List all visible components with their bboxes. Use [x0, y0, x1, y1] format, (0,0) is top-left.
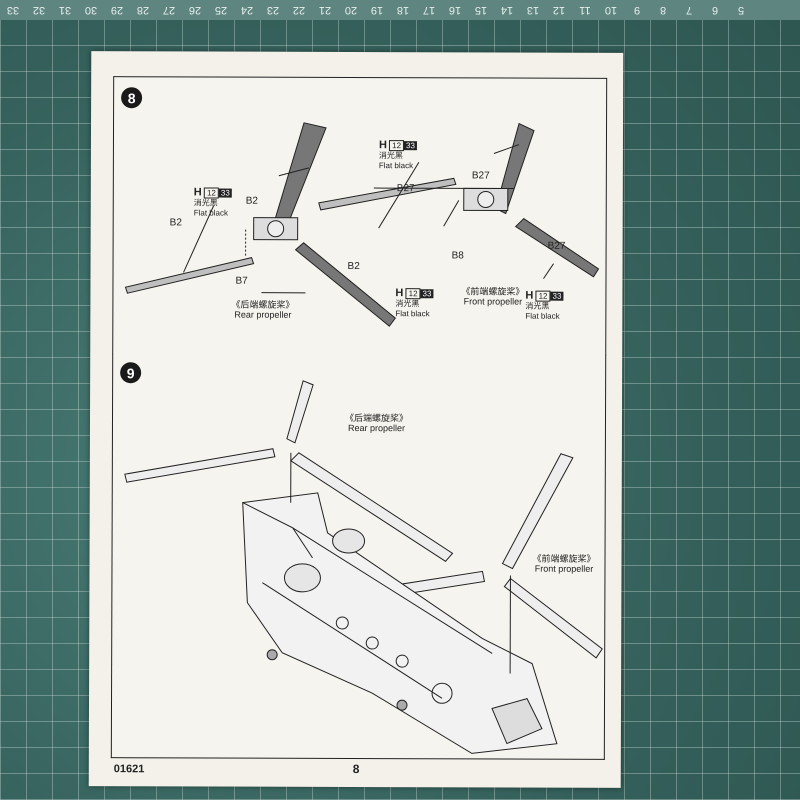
paint-code-2: 33	[420, 289, 434, 299]
rear-rotor-blade-left	[124, 448, 276, 483]
ruler-number: 19	[370, 4, 384, 16]
paint-name-cn: 消光黑	[193, 198, 218, 208]
front-blade-lower	[514, 217, 600, 278]
cockpit	[491, 698, 543, 745]
ruler-number: 6	[711, 4, 719, 16]
paint-name-en: Flat black	[378, 161, 414, 171]
ruler-number: 20	[344, 4, 358, 16]
paint-code-2: 33	[404, 141, 417, 151]
part-label-b27: B27	[396, 183, 415, 195]
paint-letter: H	[378, 139, 387, 152]
part-label-b8: B8	[451, 250, 464, 262]
paint-name-en: Flat black	[525, 311, 560, 321]
rear-blade-upper	[273, 122, 327, 231]
paint-code-1: 12	[203, 187, 219, 199]
paint-letter: H	[395, 287, 404, 300]
ruler-number: 26	[188, 4, 202, 16]
ruler-number: 16	[448, 4, 462, 16]
caption-cn: 《前端螺旋桨》	[532, 553, 596, 564]
ruler-number: 8	[659, 4, 667, 16]
front-rotor-blade-right	[503, 577, 603, 659]
ruler-number: 27	[162, 4, 176, 16]
part-label-b27: B27	[471, 170, 490, 182]
rear-blade-lower	[294, 242, 397, 327]
ruler-number: 11	[579, 4, 591, 16]
caption-en: Front propeller	[463, 296, 523, 307]
part-label-b27: B27	[547, 240, 566, 252]
ruler-number: 23	[266, 4, 280, 16]
caption-en: Rear propeller	[234, 309, 292, 320]
engine-left	[283, 563, 321, 593]
paint-code-1: 12	[535, 290, 551, 302]
ruler-number: 14	[500, 4, 514, 16]
rear-propeller-caption: 《后端螺旋桨》 Rear propeller	[345, 413, 408, 433]
front-propeller-caption: 《前端螺旋桨》 Front propeller	[461, 286, 524, 306]
ruler-number: 25	[214, 4, 228, 16]
ruler-number: 33	[6, 4, 20, 16]
ruler-number: 29	[110, 4, 124, 16]
paint-code-1: 12	[405, 288, 421, 300]
ruler-number: 22	[292, 4, 306, 16]
ruler-number: 17	[422, 4, 436, 16]
paint-code-1: 12	[389, 140, 405, 152]
paint-name-cn: 消光黑	[395, 299, 420, 309]
instruction-sheet: 8	[88, 51, 624, 788]
part-label-b2: B2	[245, 195, 259, 207]
paint-name-en: Flat black	[395, 309, 430, 319]
page-number: 8	[352, 761, 360, 777]
caption-cn: 《前端螺旋桨》	[461, 286, 525, 297]
caption-en: Front propeller	[534, 563, 594, 574]
ruler-number: 24	[240, 4, 254, 16]
rear-blade-left	[124, 257, 255, 294]
ruler-number: 12	[552, 4, 566, 16]
ruler-number: 13	[526, 4, 540, 16]
ruler-number: 5	[737, 4, 745, 16]
step-9-panel: 9	[110, 352, 607, 760]
step-9-drawing	[124, 380, 603, 754]
ruler-number: 15	[474, 4, 488, 16]
front-propeller-caption: 《前端螺旋桨》 Front propeller	[532, 554, 595, 574]
mat-ruler: 33 32 31 30 29 28 27 26 25 24 23 22 21 20 19 18 17 16 15 14…	[0, 0, 800, 20]
paint-name-cn: 消光黑	[525, 301, 550, 311]
fuselage	[242, 492, 558, 754]
caption-cn: 《后端螺旋桨》	[231, 299, 295, 310]
caption-cn: 《后端螺旋桨》	[344, 412, 409, 424]
front-blade-left	[318, 177, 457, 211]
step-8-drawing	[124, 122, 600, 327]
ruler-number: 21	[318, 4, 332, 16]
ruler-number: 7	[685, 4, 693, 16]
rear-propeller-caption: 《后端螺旋桨》 Rear propeller	[231, 300, 294, 320]
front-rotor-blade-up	[501, 453, 574, 570]
ruler-number: 28	[136, 4, 150, 16]
paint-code-2: 33	[218, 188, 232, 198]
paint-name-en: Flat black	[193, 208, 228, 218]
engine-right	[332, 528, 366, 554]
ruler-number: 9	[633, 4, 641, 16]
part-label-b2: B2	[169, 217, 182, 229]
paint-code-2: 33	[550, 291, 564, 301]
part-label-b2: B2	[347, 260, 360, 273]
ruler-number: 10	[604, 4, 618, 16]
paint-letter: H	[193, 186, 202, 199]
rear-rotor-blade-up	[286, 380, 314, 444]
ruler-number: 32	[32, 4, 46, 16]
ruler-number: 30	[84, 4, 98, 16]
rear-rotor-blade-right	[290, 452, 454, 562]
ruler-number: 31	[58, 4, 72, 16]
caption-en: Rear propeller	[347, 422, 406, 434]
ruler-number: 18	[396, 4, 410, 16]
step-8-panel: 8	[112, 76, 608, 356]
paint-name-cn: 消光黑	[378, 151, 403, 161]
part-label-b7: B7	[235, 275, 248, 287]
paint-letter: H	[525, 289, 534, 302]
product-code: 01621	[113, 763, 145, 776]
